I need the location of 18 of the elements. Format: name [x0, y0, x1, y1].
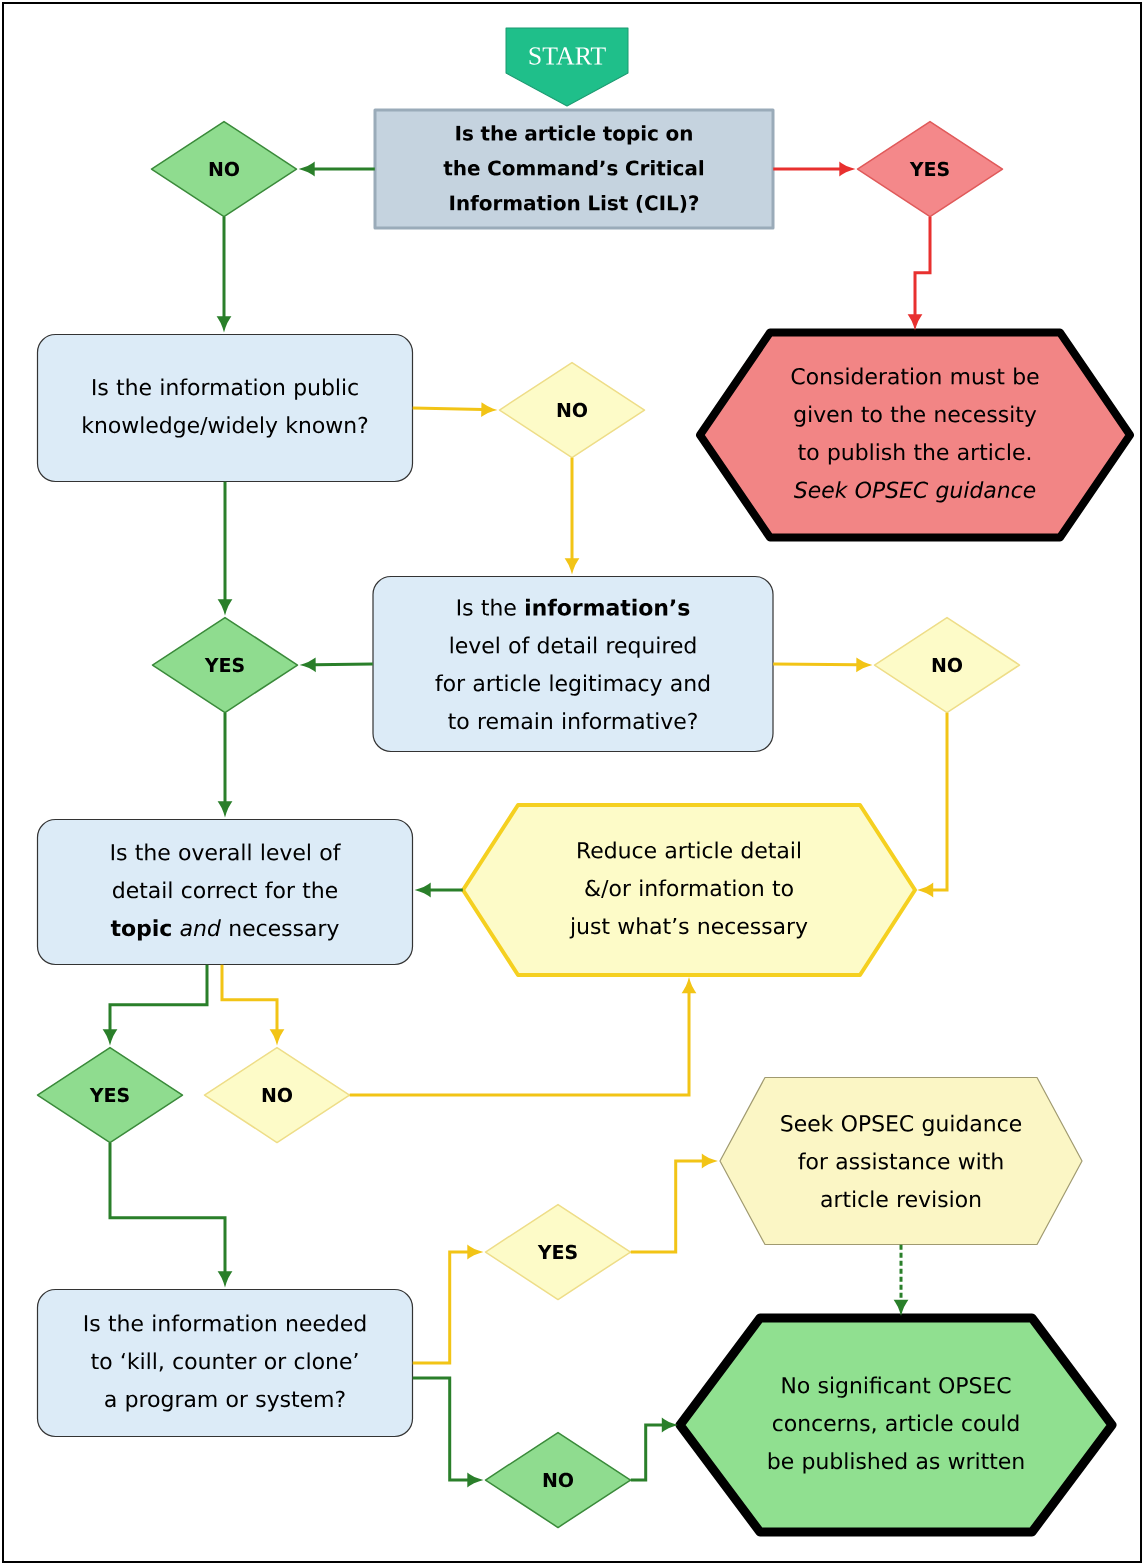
arrow	[418, 883, 463, 897]
arrow	[303, 658, 373, 671]
arrow	[349, 980, 696, 1097]
outcome-hexagon: Consideration must be given to the necessity to publish the article. Seek OPSEC guidance	[696, 328, 1134, 542]
question-box: Is the article topic on the Command’s Critical Information List (CIL)?	[373, 108, 775, 230]
action-hexagon: Reduce article detail &/or information to just what’s necessary	[461, 803, 917, 977]
question-box: Is the overall level of detail correct for the topic and necessary	[36, 818, 414, 966]
arrow	[630, 1418, 675, 1482]
arrow	[302, 162, 375, 176]
arrow	[894, 1244, 908, 1313]
arrow	[920, 712, 949, 897]
action-hexagon: Seek OPSEC guidance for assistance with article revision	[719, 1076, 1083, 1246]
question-box: Is the information needed to ‘kill, counter or clone’ a program or system?	[36, 1288, 414, 1438]
arrow	[412, 1376, 480, 1487]
question-box: Is the information public knowledge/widely known?	[36, 333, 414, 483]
question-box: Is the information’s level of detail required for article legitimacy and to remain informative?	[372, 575, 774, 753]
outcome-hexagon: No significant OPSEC concerns, article could be published as written	[675, 1313, 1117, 1537]
arrow	[630, 1154, 715, 1254]
